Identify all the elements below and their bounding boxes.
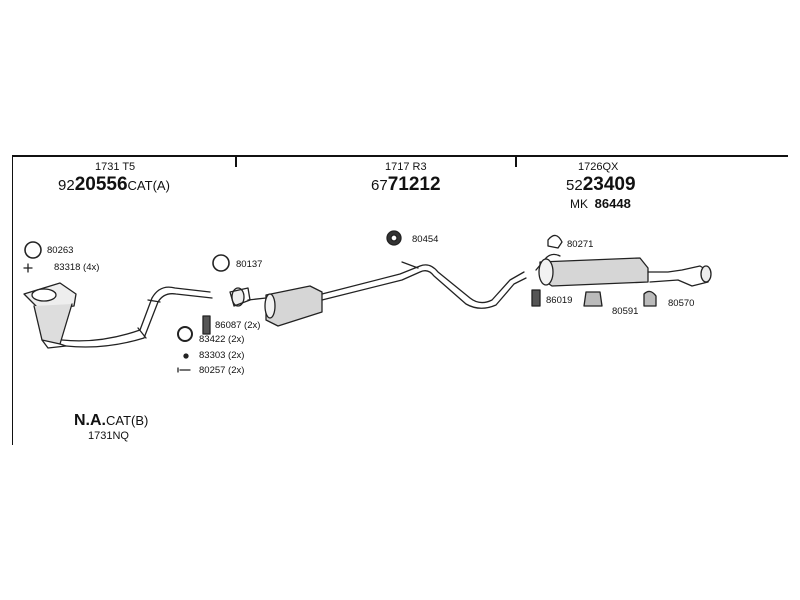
na-suffix: CAT(B) bbox=[106, 413, 149, 428]
flange-icon bbox=[229, 287, 251, 307]
part-label-83318: 83318 (4x) bbox=[54, 262, 100, 273]
part-label-80591: 80591 bbox=[612, 306, 639, 317]
rear-mk-number: MK 86448 bbox=[570, 196, 631, 211]
catalytic-converter-icon bbox=[23, 282, 77, 349]
rear-group-number: 5223409 bbox=[566, 174, 636, 196]
front-number-suffix: CAT(A) bbox=[127, 178, 170, 193]
nut-83303-icon bbox=[183, 353, 189, 359]
na-cat-label: N.A.CAT(B) bbox=[74, 412, 148, 430]
part-label-83422: 83422 (2x) bbox=[199, 334, 245, 345]
ring-80263-icon bbox=[24, 241, 42, 259]
part-label-80257: 80257 (2x) bbox=[199, 365, 245, 376]
front-number-prefix: 92 bbox=[58, 177, 75, 194]
bolt-83318-icon bbox=[23, 263, 33, 273]
ring-80137-icon bbox=[212, 254, 230, 272]
front-group-number: 9220556CAT(A) bbox=[58, 174, 170, 196]
middle-number-prefix: 67 bbox=[371, 177, 388, 194]
hanger-icons bbox=[547, 234, 657, 307]
part-label-86019: 86019 bbox=[546, 295, 573, 306]
clamp-86087-icon bbox=[202, 315, 211, 335]
top-frame-line bbox=[12, 155, 788, 157]
middle-group-code: 1717 R3 bbox=[385, 161, 427, 173]
section-tick-middle bbox=[235, 155, 237, 167]
front-number-main: 20556 bbox=[74, 174, 128, 195]
left-frame-tick bbox=[12, 155, 13, 445]
na-main: N.A. bbox=[74, 412, 106, 429]
rear-mk-main: 86448 bbox=[594, 196, 631, 211]
middle-group-number: 6771212 bbox=[371, 174, 441, 196]
centre-silencer-icon bbox=[247, 261, 527, 327]
part-label-86087: 86087 (2x) bbox=[215, 320, 261, 331]
rear-number-prefix: 52 bbox=[566, 177, 583, 194]
rear-mk-prefix: MK bbox=[570, 197, 588, 211]
ring-83422-icon bbox=[177, 326, 193, 342]
clamp-86019-icon bbox=[531, 289, 541, 307]
front-pipe-icon bbox=[61, 286, 213, 348]
rear-group-code: 1726QX bbox=[578, 161, 619, 173]
front-group-code: 1731 T5 bbox=[95, 161, 136, 173]
middle-number-main: 71212 bbox=[387, 174, 441, 195]
part-label-80137: 80137 bbox=[236, 259, 263, 270]
part-label-80454: 80454 bbox=[412, 234, 439, 245]
rear-number-main: 23409 bbox=[582, 174, 636, 195]
section-tick-rear bbox=[515, 155, 517, 167]
part-label-80271: 80271 bbox=[567, 239, 594, 250]
footer-code: 1731NQ bbox=[88, 430, 129, 442]
part-label-83303: 83303 (2x) bbox=[199, 350, 245, 361]
bolt-80257-icon bbox=[177, 367, 191, 373]
part-label-80263: 80263 bbox=[47, 245, 74, 256]
part-label-80570: 80570 bbox=[668, 298, 695, 309]
rear-silencer-icon bbox=[535, 253, 712, 287]
